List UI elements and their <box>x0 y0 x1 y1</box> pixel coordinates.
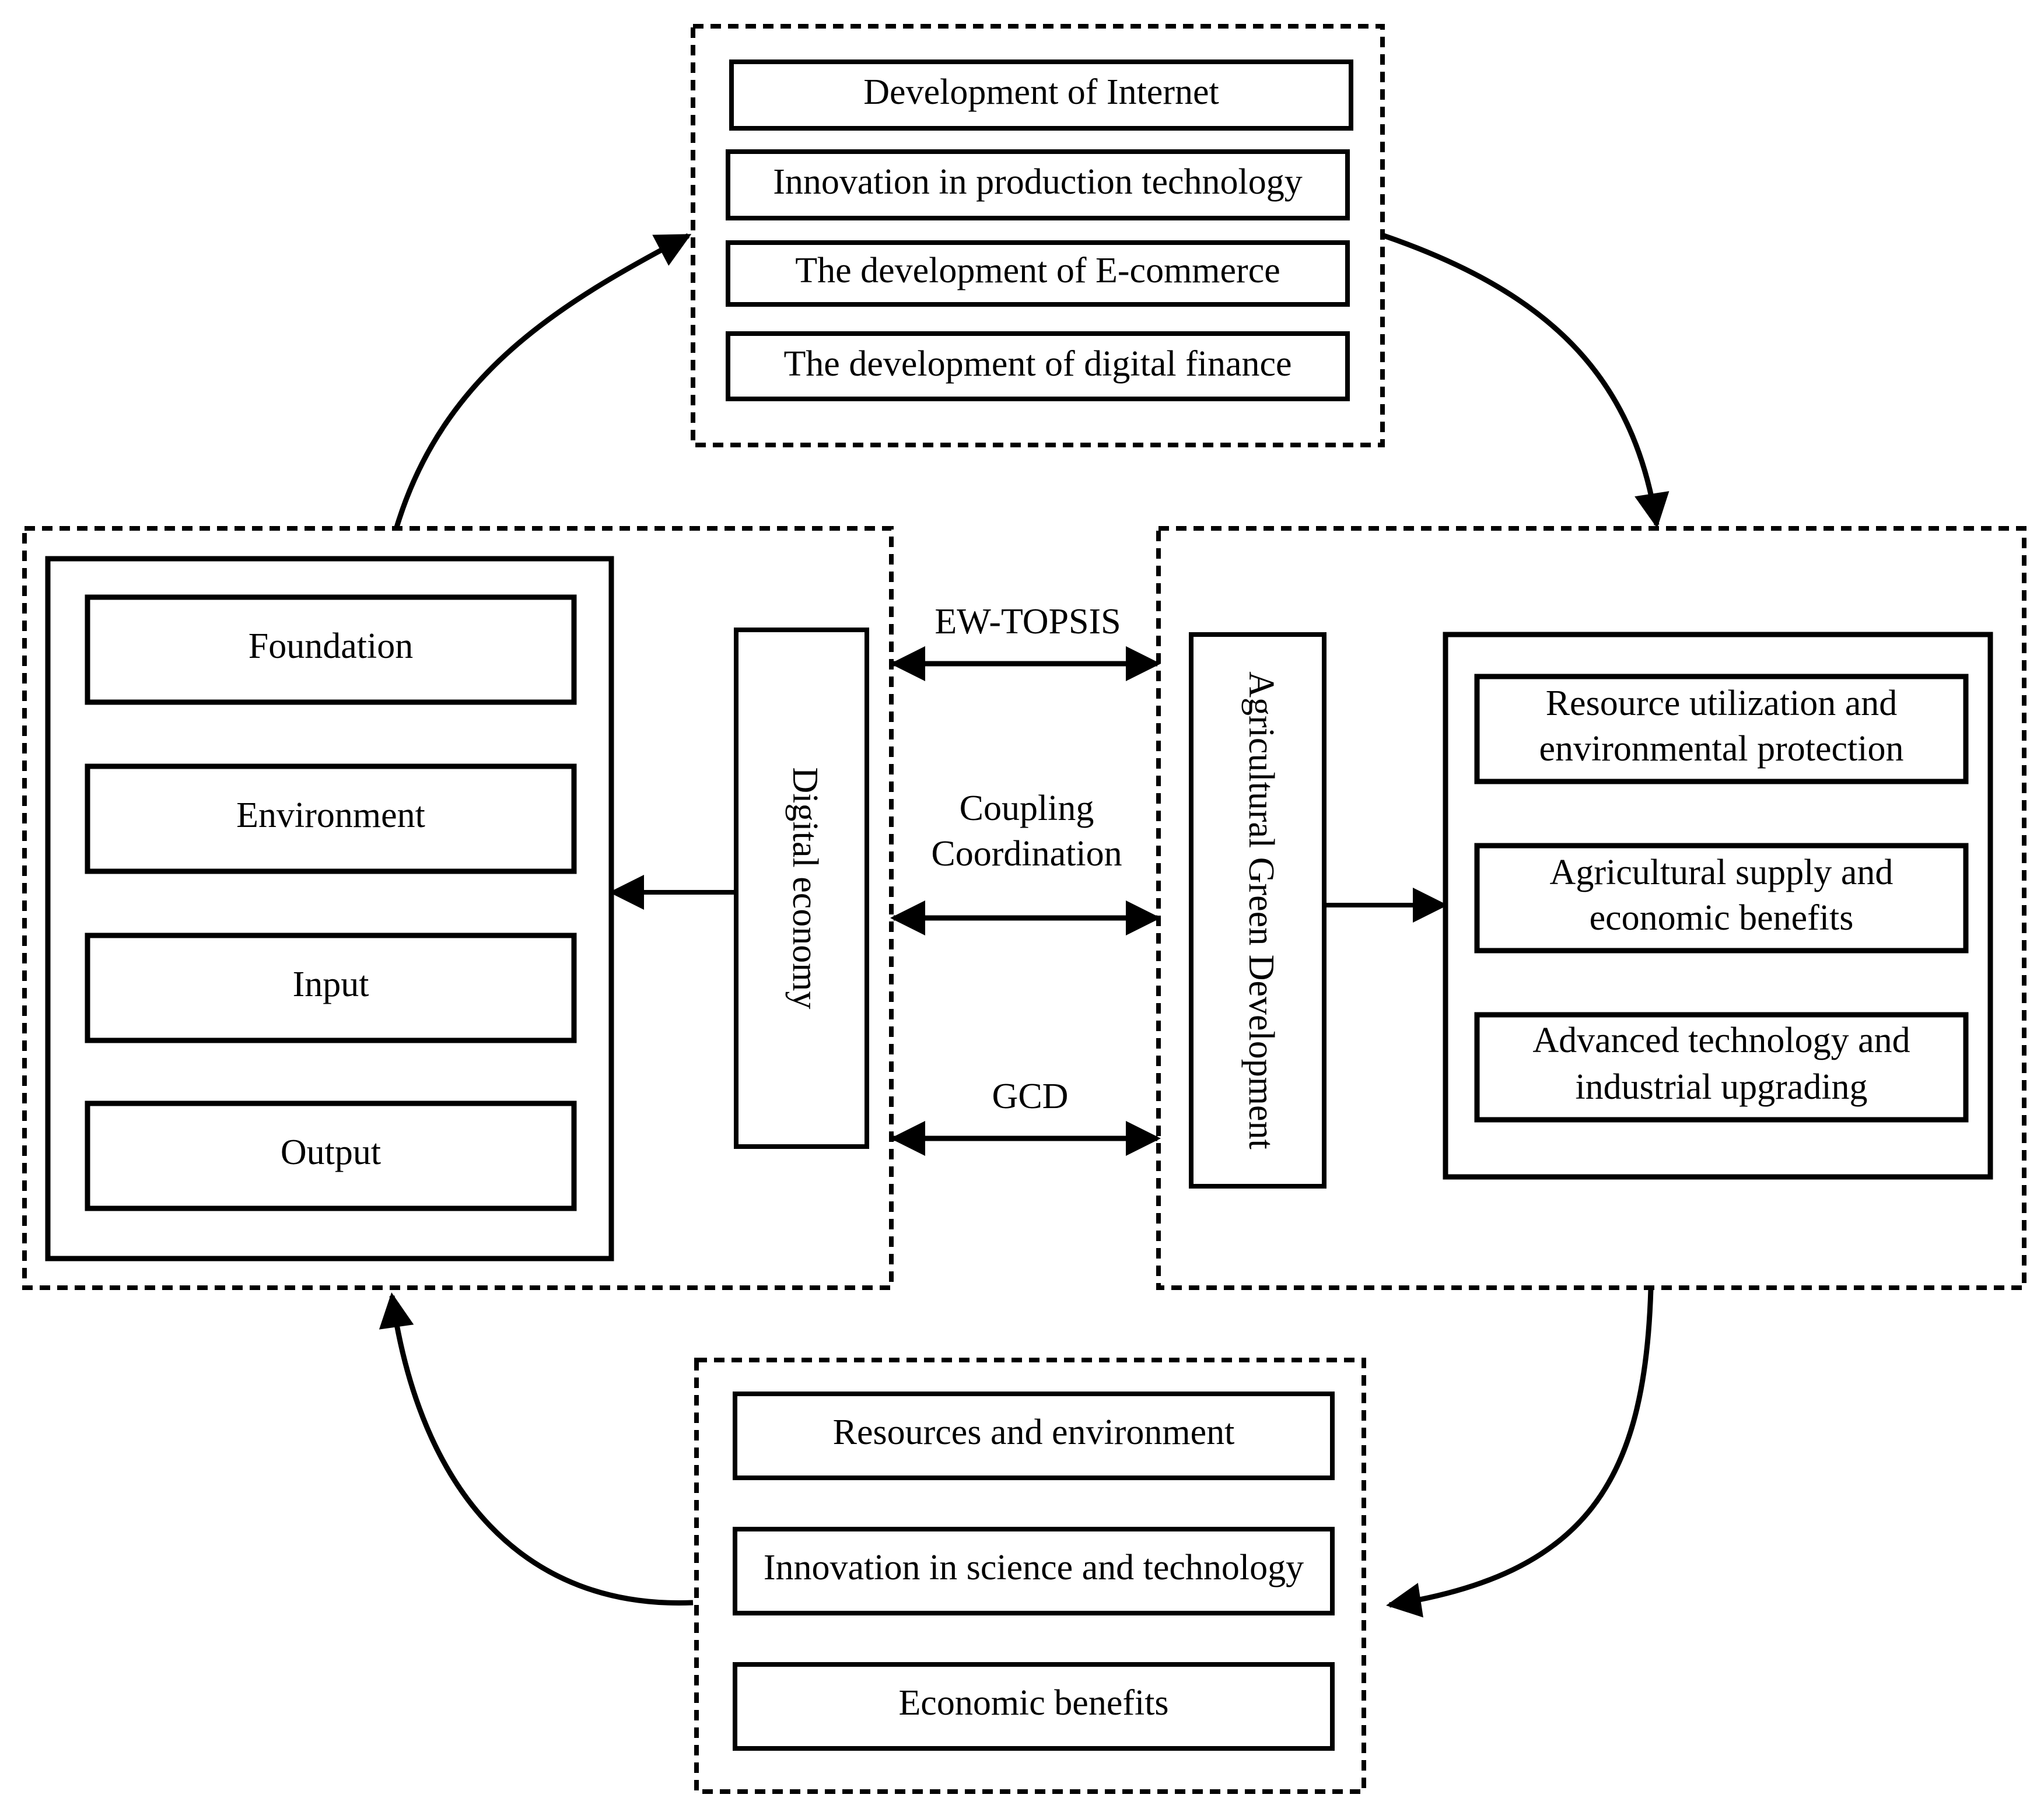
right-item-2-label-line1: Agricultural supply and <box>1550 853 1894 892</box>
top-item-3-box <box>726 240 1350 307</box>
top-item-2-box <box>726 149 1350 220</box>
left-item-foundation-label: Foundation <box>249 626 413 666</box>
right-item-2-box <box>1474 843 1969 954</box>
cycle-arrow-bottom-to-left <box>379 1292 694 1606</box>
top-item-3-label: The development of E-commerce <box>795 251 1280 290</box>
right-item-2-label-line2: economic benefits <box>1590 898 1854 938</box>
right-item-1-box <box>1474 674 1969 784</box>
top-item-1-box <box>729 59 1353 131</box>
method-ew-topsis-label: EW-TOPSIS <box>935 602 1121 642</box>
bottom-item-2-box <box>733 1527 1335 1615</box>
right-item-3-box <box>1474 1012 1969 1123</box>
right-item-3-label-line1: Advanced technology and <box>1532 1021 1910 1060</box>
left-item-input-box <box>85 933 577 1043</box>
left-group-frame <box>22 526 894 1290</box>
bottom-item-3-box <box>733 1662 1335 1751</box>
right-item-3-label-line2: industrial upgrading <box>1575 1067 1867 1107</box>
top-group-frame <box>691 24 1385 447</box>
left-item-output-label: Output <box>281 1133 381 1172</box>
method-coupling-label-line2: Coordination <box>931 834 1122 874</box>
digital-economy-box <box>734 628 869 1149</box>
top-item-4-box <box>726 331 1350 401</box>
bottom-item-1-label: Resources and environment <box>833 1413 1235 1452</box>
agricultural-green-development-label: Agricultural Green Development <box>1241 671 1281 1149</box>
digital-economy-label: Digital economy <box>785 767 825 1010</box>
right-item-1-label-line1: Resource utilization and <box>1546 684 1898 723</box>
left-item-environment-label: Environment <box>236 795 425 835</box>
top-item-1-label: Development of Internet <box>863 72 1219 112</box>
bottom-group-frame <box>694 1358 1366 1794</box>
left-item-output-box <box>85 1100 577 1211</box>
cycle-arrow-top-to-right <box>1382 233 1670 528</box>
bottom-item-1-box <box>733 1392 1335 1480</box>
method-coupling-label-line1: Coupling <box>960 788 1094 828</box>
bottom-item-2-label: Innovation in science and technology <box>764 1548 1304 1587</box>
left-item-environment-box <box>85 763 577 874</box>
cycle-arrow-right-to-bottom <box>1386 1288 1654 1618</box>
method-gcd-label: GCD <box>992 1077 1069 1116</box>
left-item-foundation-box <box>85 594 577 705</box>
cycle-arrow-left-to-top <box>394 233 692 528</box>
top-item-4-label: The development of digital finance <box>783 344 1292 384</box>
agricultural-green-development-box <box>1189 632 1326 1189</box>
top-item-2-label: Innovation in production technology <box>773 162 1302 202</box>
bottom-item-3-label: Economic benefits <box>898 1683 1168 1723</box>
left-item-input-label: Input <box>293 965 369 1004</box>
right-item-1-label-line2: environmental protection <box>1539 729 1904 769</box>
